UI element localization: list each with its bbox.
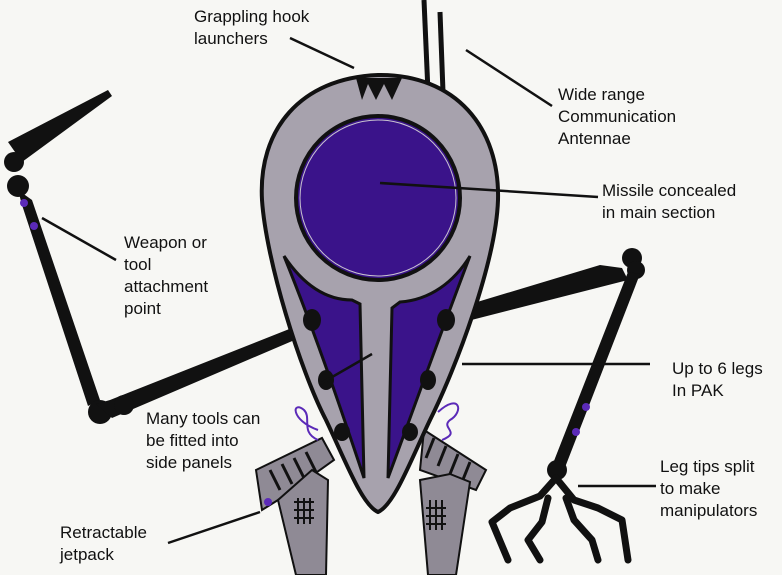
label-line: Grappling hook: [194, 7, 310, 26]
label-jetpack: Retractable jetpack: [60, 522, 147, 566]
label-missile: Missile concealed in main section: [602, 180, 736, 224]
label-grappling-hook-launchers: Grappling hook launchers: [194, 6, 309, 50]
label-communication-antennae: Wide range Communication Antennae: [558, 84, 676, 150]
grappling-hook-launchers: [356, 78, 402, 100]
label-line: tool: [124, 255, 152, 274]
leader-lines: [41, 36, 656, 545]
label-line: Wide range: [558, 85, 645, 104]
right-leg-joint-lower: [572, 428, 580, 436]
label-line: Weapon or: [124, 233, 207, 252]
label-line: manipulators: [660, 501, 758, 520]
label-legs: Up to 6 legs In PAK: [672, 358, 763, 402]
label-line: Missile concealed: [602, 181, 737, 200]
antennae: [421, 0, 446, 93]
label-line: in main section: [602, 203, 716, 222]
label-side-panel-tools: Many tools can be fitted into side panel…: [146, 408, 260, 474]
jetpack-left: [254, 406, 336, 575]
label-line: Communication: [558, 107, 677, 126]
label-line: side panels: [146, 453, 233, 472]
label-line: be fitted into: [146, 431, 239, 450]
label-line: launchers: [194, 29, 268, 48]
left-weapon-attachment-point: [30, 222, 38, 230]
label-line: Up to 6 legs: [672, 359, 763, 378]
label-line: to make: [660, 479, 721, 498]
leg-tip-manipulators: [488, 474, 632, 564]
left-leg: [4, 90, 318, 424]
jetpack-right: [418, 402, 488, 575]
label-line: attachment: [124, 277, 209, 296]
label-line: point: [124, 299, 161, 318]
label-line: Antennae: [558, 129, 631, 148]
label-weapon-attachment: Weapon or tool attachment point: [124, 232, 208, 320]
label-line: Many tools can: [146, 409, 261, 428]
tool-sockets: [303, 309, 455, 441]
label-line: jetpack: [60, 545, 114, 564]
label-line: Retractable: [60, 523, 147, 542]
label-leg-tips: Leg tips split to make manipulators: [660, 456, 757, 522]
missile-hatch: [294, 114, 462, 282]
right-leg-joint: [582, 403, 590, 411]
right-leg: [444, 248, 645, 480]
label-line: Leg tips split: [660, 457, 755, 476]
left-upper-joint: [20, 199, 28, 207]
label-line: In PAK: [672, 381, 724, 400]
